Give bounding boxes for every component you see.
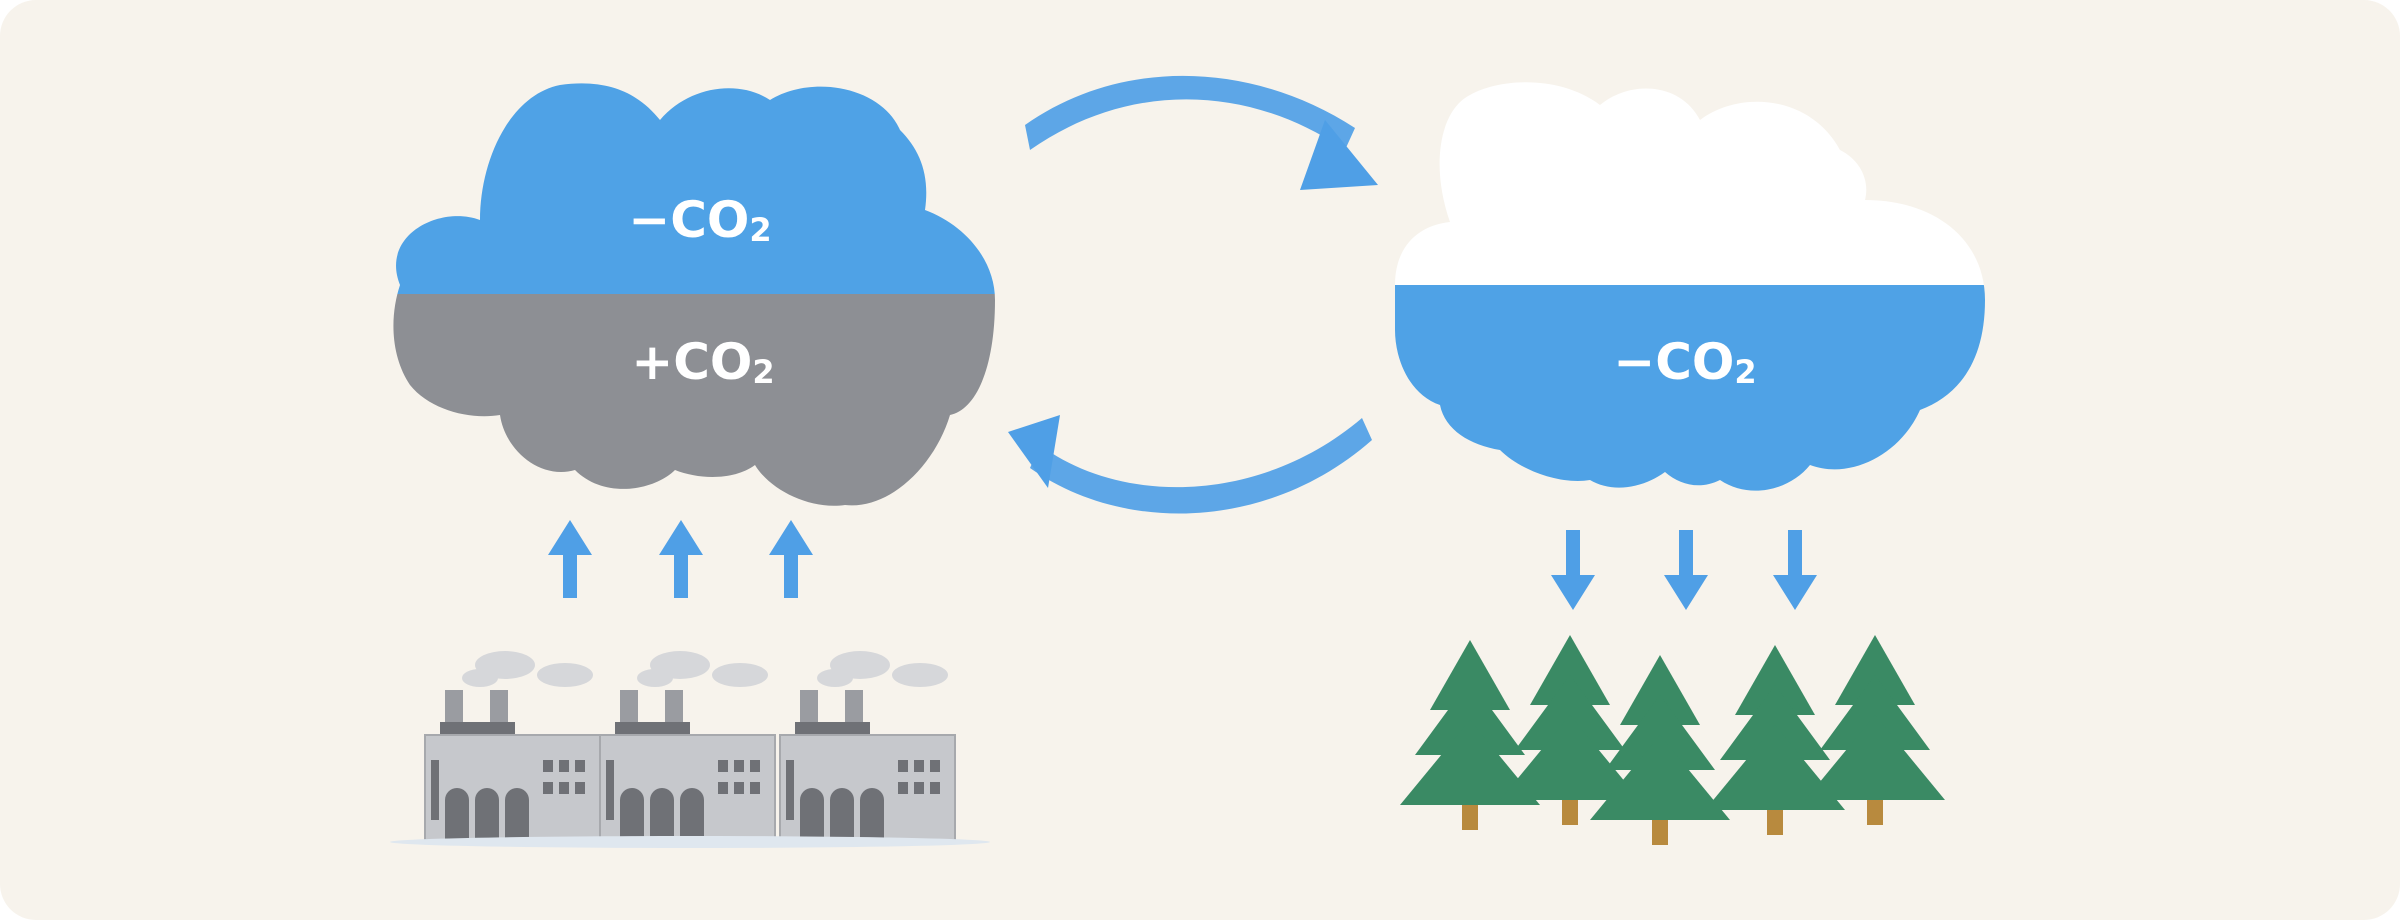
tree-icon (1500, 635, 1640, 825)
down-arrow-icon (1664, 530, 1708, 610)
tree-icon (1705, 645, 1845, 835)
tree-icon (1400, 640, 1540, 830)
co2-removal-label: −CO2 (628, 191, 771, 249)
absorption-cloud: −CO2 (1395, 82, 1985, 491)
up-arrow-icon (548, 520, 592, 598)
factory-icon (424, 651, 601, 841)
factory-icon (599, 651, 776, 841)
arrow-left-icon (1008, 415, 1372, 514)
factory-row (390, 651, 990, 848)
co2-removal-label-right: −CO2 (1613, 333, 1756, 391)
up-arrow-icon (769, 520, 813, 598)
tree-icon (1590, 655, 1730, 845)
emission-up-arrows (548, 520, 813, 598)
down-arrow-icon (1551, 530, 1595, 610)
arrow-right-icon (1025, 75, 1378, 190)
forest (1400, 635, 1945, 845)
co2-emission-label: +CO2 (631, 333, 774, 391)
factory-icon (779, 651, 956, 841)
up-arrow-icon (659, 520, 703, 598)
down-arrow-icon (1773, 530, 1817, 610)
tree-icon (1805, 635, 1945, 825)
absorption-down-arrows (1551, 530, 1817, 610)
cycle-arrows (1008, 75, 1378, 514)
